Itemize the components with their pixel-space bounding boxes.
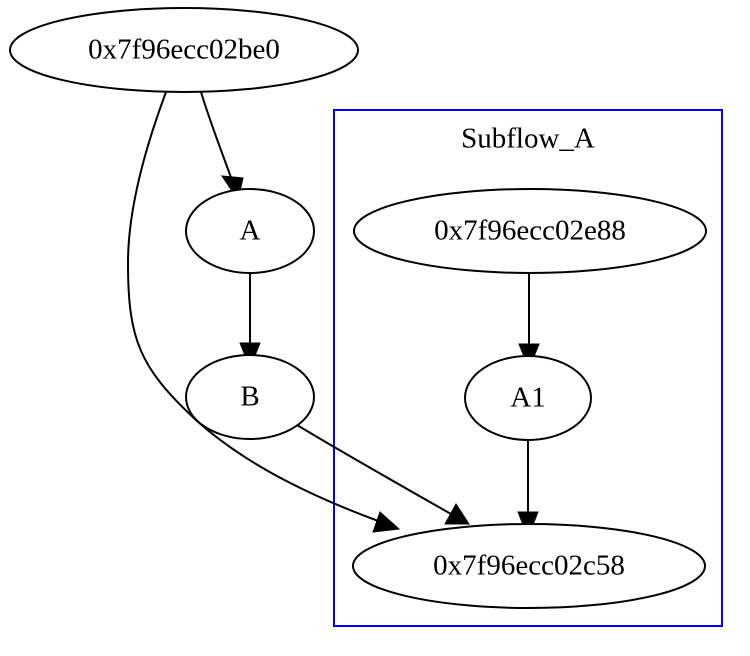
node-layer: 0x7f96ecc02be0 A B 0x7f96ecc02e88 A1 0x7	[9, 7, 707, 609]
node-b-label: B	[240, 381, 259, 413]
edge-b-to-c58-path	[296, 424, 452, 515]
node-0x7f96ecc02be0[interactable]: 0x7f96ecc02be0	[9, 7, 359, 93]
node-a-ellipse	[185, 188, 315, 274]
node-0x7f96ecc02c58[interactable]: 0x7f96ecc02c58	[352, 523, 706, 609]
edge-be0-to-c58-path	[126, 91, 382, 523]
edge-be0-to-a-path	[200, 91, 234, 184]
node-a-label: A	[240, 215, 261, 247]
cluster-border-rect	[333, 109, 723, 627]
node-a[interactable]: A	[185, 188, 315, 274]
edge-be0-to-c58-arrowhead	[372, 511, 401, 533]
edge-b-to-c58[interactable]	[296, 424, 470, 525]
cluster-subflow-a[interactable]: Subflow_A	[333, 109, 723, 627]
edge-be0-to-c58[interactable]	[126, 91, 401, 533]
cluster-label-text: Subflow_A	[461, 123, 595, 155]
edge-a1-to-c58[interactable]	[517, 440, 539, 539]
edge-be0-to-a[interactable]	[200, 91, 244, 202]
node-b-ellipse	[185, 354, 315, 440]
node-0x7f96ecc02c58-label: 0x7f96ecc02c58	[433, 550, 625, 582]
edge-layer	[126, 91, 540, 539]
edge-b-to-c58-arrowhead	[444, 503, 470, 525]
node-0x7f96ecc02be0-ellipse	[9, 7, 359, 93]
node-0x7f96ecc02e88-ellipse	[353, 188, 707, 274]
node-a1[interactable]: A1	[464, 355, 592, 441]
node-a1-ellipse	[464, 355, 592, 441]
edge-e88-to-a1[interactable]	[518, 273, 540, 371]
edge-a-to-b[interactable]	[239, 273, 261, 370]
node-0x7f96ecc02c58-ellipse	[352, 523, 706, 609]
node-a1-label: A1	[510, 382, 545, 414]
node-b[interactable]: B	[185, 354, 315, 440]
node-0x7f96ecc02e88-label: 0x7f96ecc02e88	[434, 215, 626, 247]
node-0x7f96ecc02be0-label: 0x7f96ecc02be0	[88, 34, 280, 66]
node-0x7f96ecc02e88[interactable]: 0x7f96ecc02e88	[353, 188, 707, 274]
